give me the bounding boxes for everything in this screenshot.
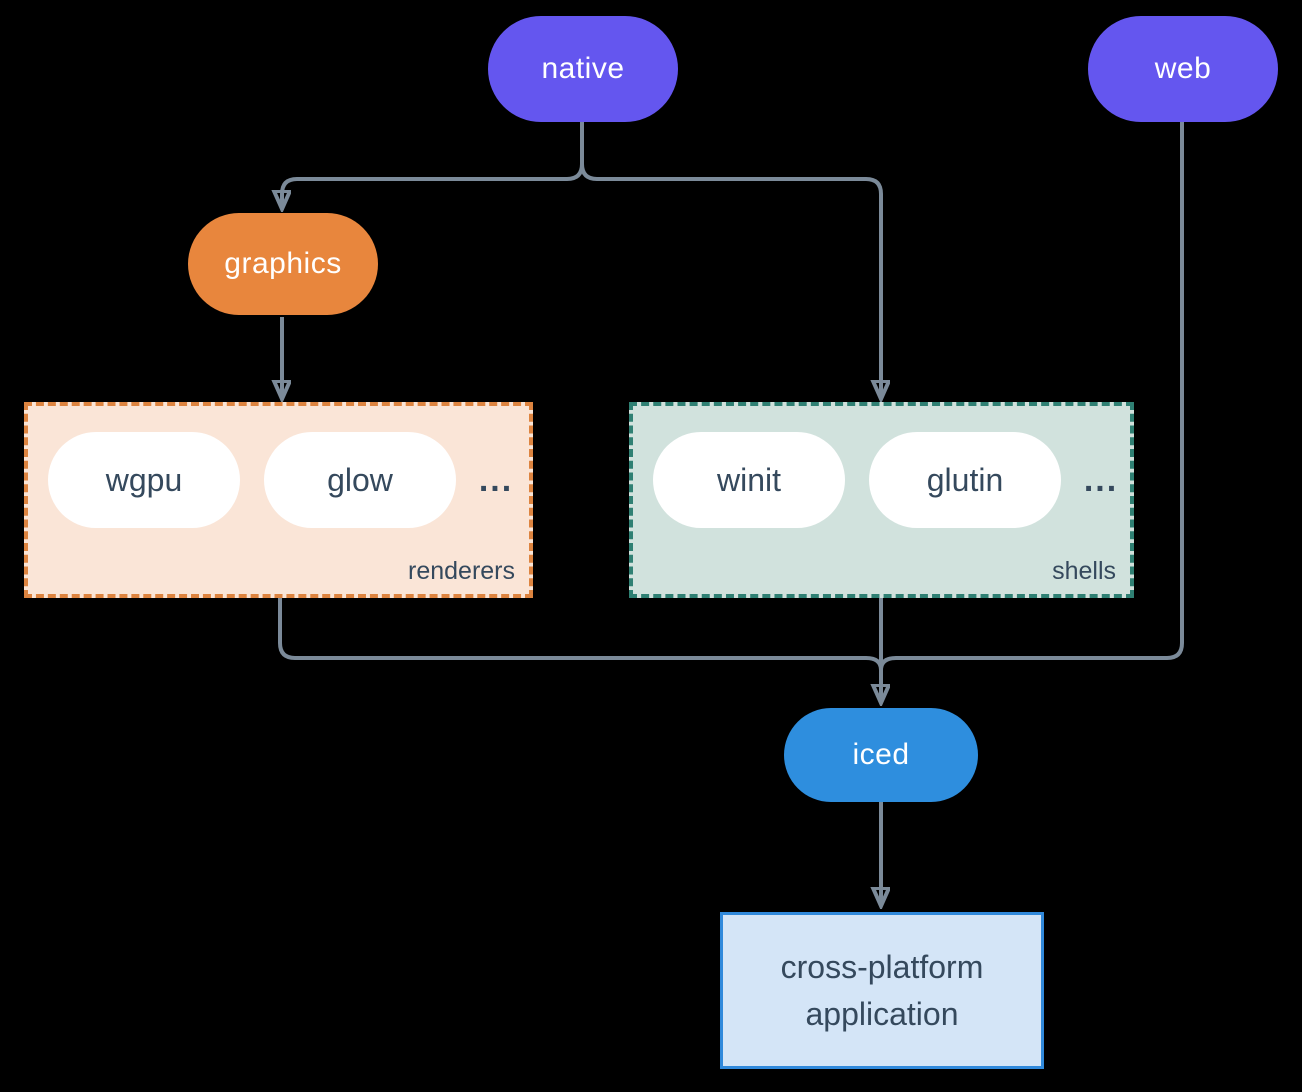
node-glow: glow [264,432,456,528]
node-native-label: native [541,52,625,85]
node-web-label: web [1154,52,1212,85]
node-cross-platform-application: cross-platform application [720,912,1044,1069]
node-winit: winit [653,432,845,528]
edge-renderers-to-merge [278,598,883,671]
group-shells: winit glutin ... shells [629,402,1134,598]
node-winit-label: winit [716,461,781,498]
node-glutin: glutin [869,432,1061,528]
node-iced: iced [784,708,978,802]
node-native: native [488,16,678,122]
node-wgpu-label: wgpu [105,461,183,498]
node-wgpu: wgpu [48,432,240,528]
shells-ellipsis: ... [1083,460,1119,499]
shells-group-label: shells [1052,557,1116,585]
app-label-line-1: cross-platform [780,949,984,986]
node-graphics-label: graphics [224,247,342,280]
edge-native-to-shells [580,163,881,396]
node-graphics: graphics [188,213,378,315]
group-renderers: wgpu glow ... renderers [24,402,533,598]
app-label-line-2: application [805,995,959,1032]
node-glow-label: glow [327,461,393,498]
renderers-group-label: renderers [408,557,515,585]
node-glutin-label: glutin [926,461,1004,498]
edge-native-to-graphics [282,122,584,206]
node-iced-label: iced [852,738,910,771]
node-web: web [1088,16,1278,122]
renderers-ellipsis: ... [478,460,514,499]
